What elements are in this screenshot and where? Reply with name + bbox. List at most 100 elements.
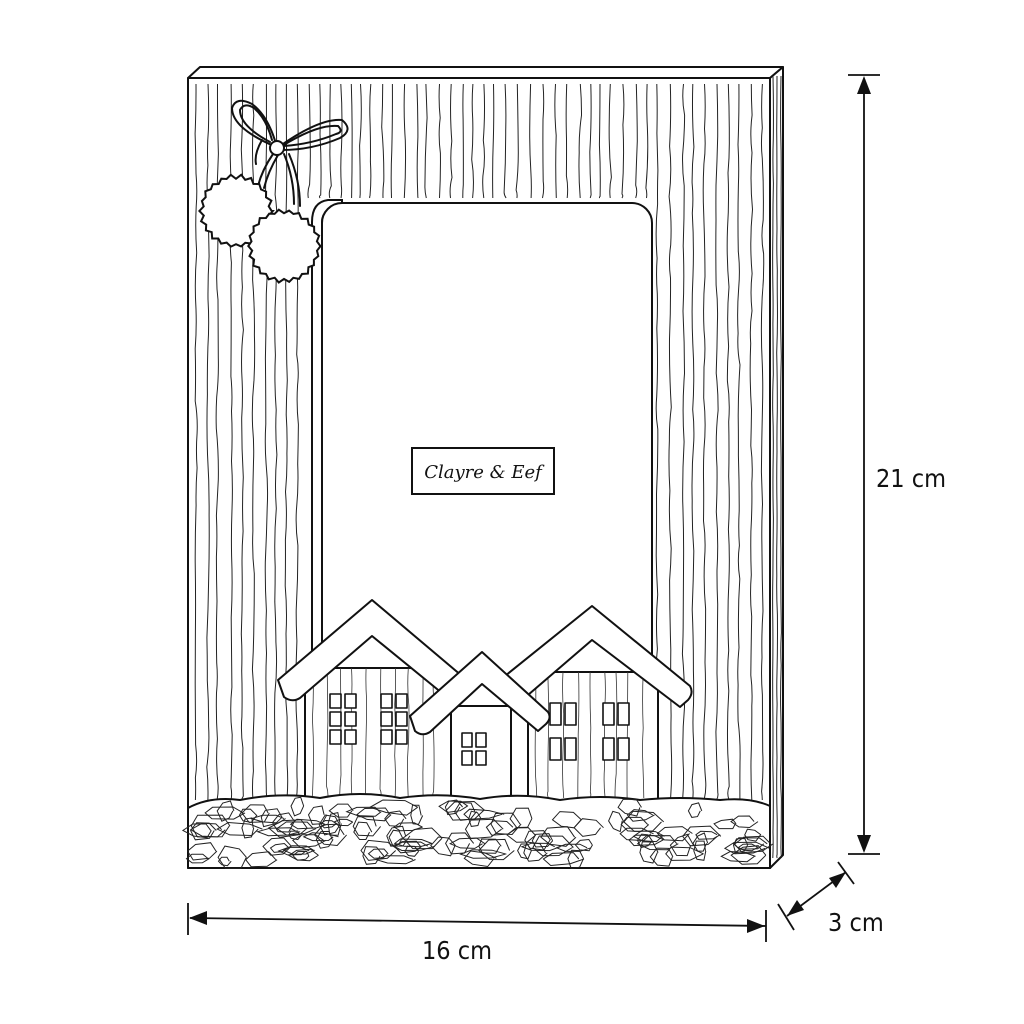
window-pane	[380, 693, 393, 709]
stone	[269, 842, 290, 853]
stone	[410, 804, 424, 825]
stone	[267, 819, 308, 838]
stone	[276, 821, 317, 836]
stone	[730, 815, 759, 829]
grain-line	[307, 83, 311, 199]
grain-line	[416, 83, 419, 199]
window-pane	[602, 702, 615, 726]
grain-line	[621, 83, 625, 199]
stone	[355, 807, 392, 822]
stone	[687, 802, 703, 818]
grain-line	[776, 75, 778, 859]
stone	[573, 818, 604, 837]
frame-top-edge	[187, 66, 784, 79]
grain-line	[215, 83, 219, 801]
stone	[463, 808, 505, 820]
stone	[509, 807, 533, 829]
stone	[185, 853, 210, 864]
stone	[345, 806, 382, 817]
grain-line	[438, 83, 441, 199]
stone	[632, 830, 665, 843]
stone	[241, 804, 270, 823]
window-pane	[617, 702, 630, 726]
stone	[392, 841, 436, 852]
stone	[490, 812, 522, 836]
window-pane	[617, 737, 630, 761]
grain-line	[359, 83, 362, 199]
grain-line	[274, 83, 278, 801]
house-grain-line	[577, 671, 580, 799]
houses	[277, 599, 693, 801]
grain-line	[492, 83, 495, 199]
width-dimension-line	[189, 917, 767, 927]
stone	[190, 814, 231, 838]
stone	[282, 845, 315, 855]
house-grain-line	[407, 667, 410, 799]
grain-line	[645, 83, 649, 199]
dimension-lines	[187, 74, 880, 942]
grain-line	[194, 83, 198, 801]
stone	[333, 818, 354, 827]
window-pane	[395, 711, 408, 727]
cherry-string-tail	[254, 139, 263, 165]
window-pane	[329, 711, 342, 727]
stone	[327, 811, 342, 836]
stone	[217, 845, 247, 869]
stone	[430, 836, 456, 857]
window-pane	[329, 693, 342, 709]
window-pane	[475, 750, 487, 766]
cherry-string-right-b	[288, 153, 301, 207]
grain-line	[471, 83, 474, 199]
window-pane	[549, 737, 562, 761]
stone	[394, 840, 422, 854]
stone	[464, 818, 504, 840]
stone	[190, 822, 217, 841]
stone	[517, 843, 532, 860]
bow-right-loop	[279, 118, 349, 151]
stone	[367, 848, 389, 859]
stone	[189, 822, 226, 838]
window-pane	[564, 737, 577, 761]
window-pane	[395, 693, 408, 709]
house-grain-line	[365, 667, 367, 799]
middle-house-roof	[409, 651, 551, 736]
height-arrow-bottom	[857, 835, 871, 853]
stone	[732, 837, 768, 850]
grain-line	[780, 75, 782, 859]
stone	[353, 821, 373, 840]
grain-line	[381, 83, 385, 199]
grain-line	[691, 83, 695, 801]
window-pane	[344, 711, 357, 727]
stone	[438, 800, 469, 813]
pom-pom-right	[247, 208, 323, 284]
stone	[626, 809, 655, 822]
stone	[636, 835, 679, 851]
grain-line	[403, 83, 407, 199]
grain-line	[328, 83, 332, 199]
stone	[328, 803, 354, 818]
stone	[181, 823, 212, 839]
stone	[732, 837, 749, 854]
stone	[402, 827, 443, 850]
grain-line	[369, 83, 372, 199]
window-pane	[475, 732, 487, 748]
depth-arrow-low	[787, 900, 804, 916]
stone	[574, 838, 593, 852]
grain-line	[578, 83, 583, 199]
stone	[540, 826, 577, 847]
stone	[744, 828, 762, 842]
grain-line	[760, 83, 765, 801]
stone	[730, 845, 767, 865]
grain-line	[772, 75, 774, 859]
stone	[453, 801, 477, 821]
grain-line	[449, 83, 453, 199]
stone	[290, 796, 305, 817]
stone	[459, 849, 507, 859]
brand-label-box: Clayre & Eef	[411, 447, 555, 495]
stone	[292, 850, 310, 861]
stone	[444, 799, 463, 816]
stone	[186, 842, 218, 861]
stone	[737, 843, 759, 852]
grain-line	[726, 83, 730, 801]
